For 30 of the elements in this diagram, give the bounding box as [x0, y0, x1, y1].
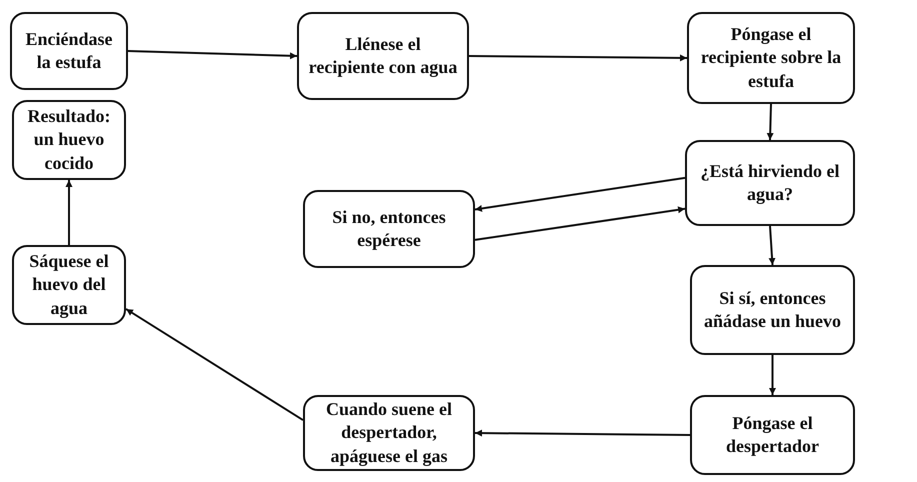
- process-box: [12, 100, 126, 180]
- arrow: [66, 180, 72, 245]
- step-text: Si sí, entonces añádase un huevo: [702, 286, 842, 333]
- step-text: Póngase el recipiente sobre la estufa: [700, 22, 842, 93]
- process-box: [303, 395, 475, 471]
- arrow: [128, 50, 298, 60]
- step-text: Resultado: un huevo cocido: [26, 104, 112, 175]
- arrow: [769, 355, 776, 395]
- step-text: Cuando suene el despertador, apáguese el gas: [324, 398, 454, 468]
- arrow: [766, 104, 774, 140]
- step-text: ¿Está hirviendo el agua?: [699, 160, 840, 206]
- process-box: [690, 265, 855, 355]
- arrow: [469, 54, 687, 62]
- arrow: [474, 176, 686, 212]
- step-text: Llénese el recipiente con agua: [308, 32, 458, 79]
- step-text: Sáquese el huevo del agua: [28, 250, 110, 320]
- process-box: [297, 12, 469, 100]
- process-box: [303, 190, 475, 268]
- process-box: [10, 12, 128, 90]
- process-box: [687, 12, 855, 104]
- process-box: [685, 140, 855, 226]
- arrow: [125, 308, 304, 421]
- process-box: [12, 245, 126, 325]
- step-text: Póngase el despertador: [725, 412, 820, 458]
- arrow: [474, 206, 686, 241]
- step-text: Si no, entonces espérese: [331, 206, 447, 252]
- arrow: [475, 430, 690, 437]
- step-text: Enciéndase la estufa: [24, 28, 114, 74]
- process-box: [690, 395, 855, 475]
- arrow: [768, 226, 776, 266]
